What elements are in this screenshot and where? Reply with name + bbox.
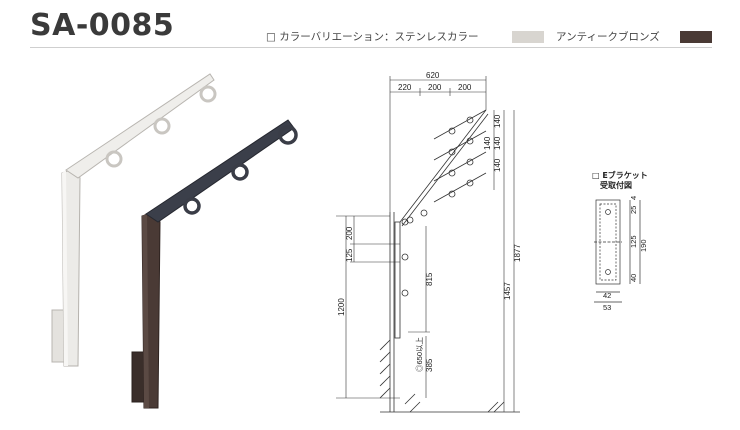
dim-top-c: 200	[458, 83, 472, 92]
dim-left-200: 200	[345, 226, 354, 240]
dim-right-1457: 1457	[503, 282, 512, 300]
bronze-bracket-image	[131, 119, 298, 409]
dim-right-140-c: 140	[493, 136, 502, 150]
dim-bracket-4: 4	[629, 196, 638, 200]
title-divider	[30, 47, 712, 48]
stainless-color-swatch	[512, 31, 544, 43]
dim-bracket-190: 190	[639, 239, 648, 252]
stainless-bracket-image	[51, 73, 217, 367]
dim-right-1877: 1877	[513, 244, 522, 262]
dim-bracket-42: 42	[603, 291, 611, 300]
dim-bracket-53: 53	[603, 303, 611, 312]
product-title: SA-0085	[30, 8, 175, 43]
dim-right-140-b: 140	[483, 136, 492, 150]
bronze-color-swatch	[680, 31, 712, 43]
dim-bracket-40: 40	[629, 274, 638, 282]
bracket-label-line1: □ Eブラケット	[592, 170, 648, 180]
dim-bracket-25: 25	[629, 206, 638, 214]
color-variation-label: □ カラーバリエーション：ステンレスカラー	[266, 31, 479, 43]
dim-mid-815: 815	[425, 272, 434, 286]
bracket-label-line2: 受取付図	[600, 180, 632, 190]
dim-top-b: 200	[428, 83, 442, 92]
antique-bronze-label: アンティークブロンズ	[556, 31, 660, 43]
dim-top-a: 220	[398, 83, 412, 92]
dim-bracket-125: 125	[629, 235, 638, 248]
dim-left-125: 125	[345, 248, 354, 262]
dim-right-140-a: 140	[493, 114, 502, 128]
dim-mid-650: ◎650以上	[415, 336, 424, 372]
dim-mid-385: 385	[425, 358, 434, 372]
e-bracket-detail	[594, 199, 641, 303]
dim-top-total: 620	[426, 71, 440, 80]
dim-right-140-d: 140	[493, 158, 502, 172]
side-view-drawing	[379, 109, 520, 413]
dim-left-1200: 1200	[337, 298, 346, 316]
